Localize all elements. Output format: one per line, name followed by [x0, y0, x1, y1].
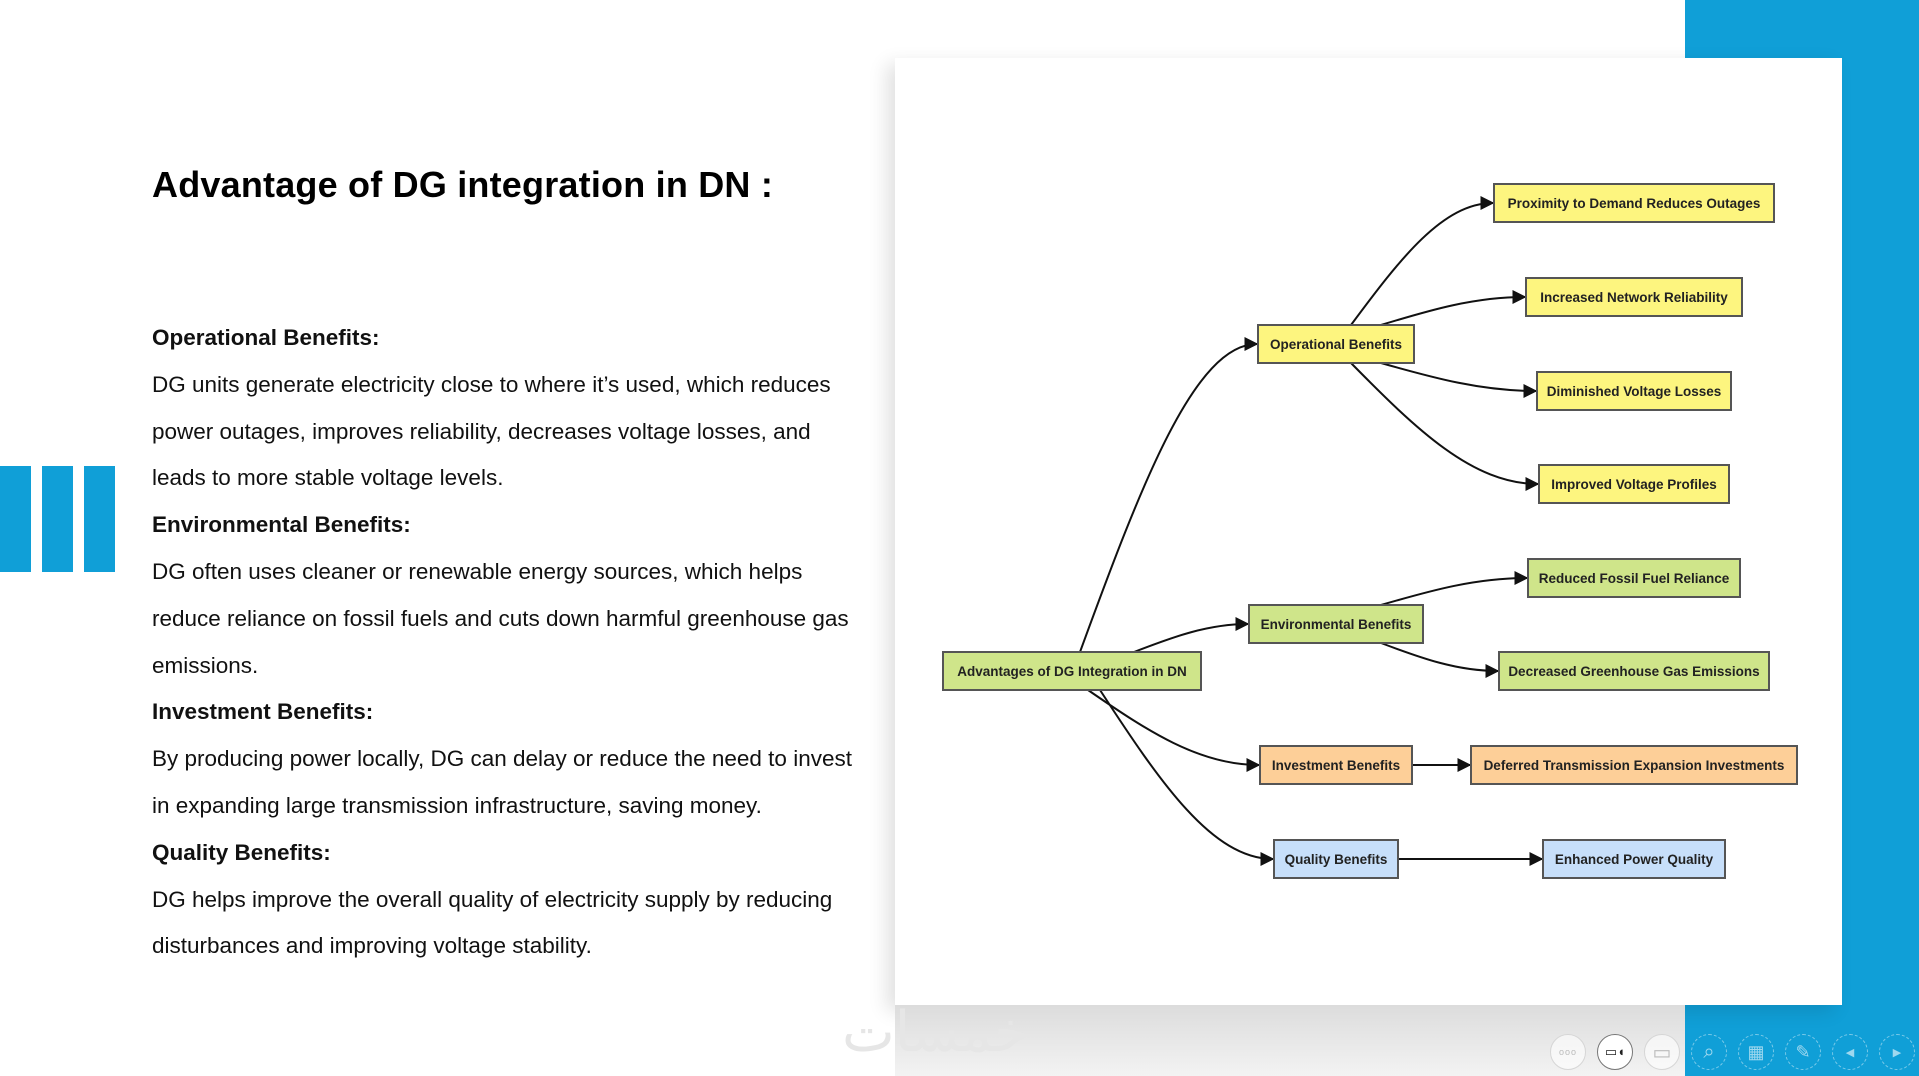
slides-grid-icon: ▦ — [1747, 1041, 1765, 1062]
slides-grid-button[interactable]: ▦ — [1738, 1034, 1774, 1070]
section-text: DG units generate electricity close to w… — [152, 371, 831, 491]
zoom-icon: ⌕ — [1703, 1040, 1715, 1063]
root-node: Advantages of DG Integration in DN — [942, 651, 1202, 691]
subtitles-icon: ▭ — [1652, 1041, 1672, 1064]
connector-arrow — [1380, 290, 1527, 326]
subtitles-button[interactable]: ▭ — [1644, 1034, 1680, 1070]
branch-node-box — [1248, 604, 1424, 644]
leaf-node: Decreased Greenhouse Gas Emissions — [1498, 651, 1770, 691]
leaf-node-box — [1542, 839, 1726, 879]
slide-title: Advantage of DG integration in DN : — [152, 164, 774, 205]
connector-arrow — [1380, 362, 1538, 398]
leaf-node-label: Diminished Voltage Losses — [1547, 384, 1722, 399]
leaf-node-box — [1525, 277, 1743, 317]
branch-node-label: Operational Benefits — [1270, 337, 1402, 352]
connector-arrow — [1087, 689, 1261, 772]
camera-button[interactable]: ▭◖ — [1597, 1034, 1633, 1070]
connector-arrow — [1350, 362, 1540, 491]
leaf-node-label: Enhanced Power Quality — [1555, 852, 1714, 867]
root-node-label: Advantages of DG Integration in DN — [957, 664, 1187, 679]
leaf-node-label: Reduced Fossil Fuel Reliance — [1539, 571, 1730, 586]
section-heading: Investment Benefits: — [152, 699, 374, 725]
slide-body: Operational Benefits: DG units generate … — [152, 315, 862, 970]
branch-node-box — [1257, 324, 1415, 364]
branch-node-box — [1259, 745, 1413, 785]
decorative-bar — [42, 466, 73, 572]
connector-arrow — [1133, 617, 1250, 653]
camera-icon: ▭◖ — [1604, 1044, 1626, 1059]
previous-icon: ◀ — [1845, 1046, 1855, 1059]
connector-arrow — [1380, 571, 1529, 606]
next-icon: ▶ — [1892, 1046, 1902, 1059]
previous-slide-button[interactable]: ◀ — [1832, 1034, 1868, 1070]
leaf-node-box — [1493, 183, 1775, 223]
leaf-node: Deferred Transmission Expansion Investme… — [1470, 745, 1798, 785]
decorative-bar — [84, 466, 115, 572]
connector-arrow — [1380, 642, 1500, 678]
branch-node-label: Investment Benefits — [1272, 758, 1400, 773]
branch-node: Environmental Benefits — [1248, 604, 1424, 644]
next-slide-button[interactable]: ▶ — [1879, 1034, 1915, 1070]
leaf-node-box — [1470, 745, 1798, 785]
leaf-node: Reduced Fossil Fuel Reliance — [1527, 558, 1741, 598]
decorative-bar — [0, 466, 31, 572]
leaf-node-box — [1527, 558, 1741, 598]
connector-arrow — [1099, 689, 1275, 866]
leaf-node: Diminished Voltage Losses — [1536, 371, 1732, 411]
section-heading: Environmental Benefits: — [152, 512, 411, 538]
more-button[interactable]: ooo — [1550, 1034, 1586, 1070]
branch-node-label: Environmental Benefits — [1261, 617, 1412, 632]
branch-node: Operational Benefits — [1257, 324, 1415, 364]
zoom-button[interactable]: ⌕ — [1691, 1034, 1727, 1070]
section-heading: Quality Benefits: — [152, 839, 331, 865]
section-text: By producing power locally, DG can delay… — [152, 746, 852, 818]
root-node-box — [942, 651, 1202, 691]
section-text: DG helps improve the overall quality of … — [152, 886, 833, 959]
branch-node-label: Quality Benefits — [1285, 852, 1388, 867]
more-icon: ooo — [1558, 1047, 1578, 1057]
branch-node: Quality Benefits — [1273, 839, 1399, 879]
pen-icon: ✎ — [1795, 1041, 1811, 1062]
branch-node-box — [1273, 839, 1399, 879]
watermark-logo: خمسات — [842, 1000, 1031, 1065]
leaf-node-box — [1536, 371, 1732, 411]
branch-node: Investment Benefits — [1259, 745, 1413, 785]
leaf-node-label: Decreased Greenhouse Gas Emissions — [1508, 664, 1759, 679]
leaf-node-label: Improved Voltage Profiles — [1551, 477, 1717, 492]
leaf-node-label: Increased Network Reliability — [1540, 290, 1728, 305]
accent-block-right — [1842, 0, 1919, 1076]
connector-arrow — [1079, 337, 1259, 653]
leaf-node-box — [1498, 651, 1770, 691]
leaf-node: Improved Voltage Profiles — [1538, 464, 1730, 504]
leaf-node-box — [1538, 464, 1730, 504]
leaf-node-label: Deferred Transmission Expansion Investme… — [1484, 758, 1785, 773]
leaf-node: Enhanced Power Quality — [1542, 839, 1726, 879]
pen-button[interactable]: ✎ — [1785, 1034, 1821, 1070]
connector-arrow — [1350, 196, 1495, 326]
section-text: DG often uses cleaner or renewable energ… — [152, 558, 849, 678]
leaf-node: Increased Network Reliability — [1525, 277, 1743, 317]
leaf-node: Proximity to Demand Reduces Outages — [1493, 183, 1775, 223]
section-heading: Operational Benefits: — [152, 325, 380, 350]
leaf-node-label: Proximity to Demand Reduces Outages — [1508, 196, 1761, 211]
